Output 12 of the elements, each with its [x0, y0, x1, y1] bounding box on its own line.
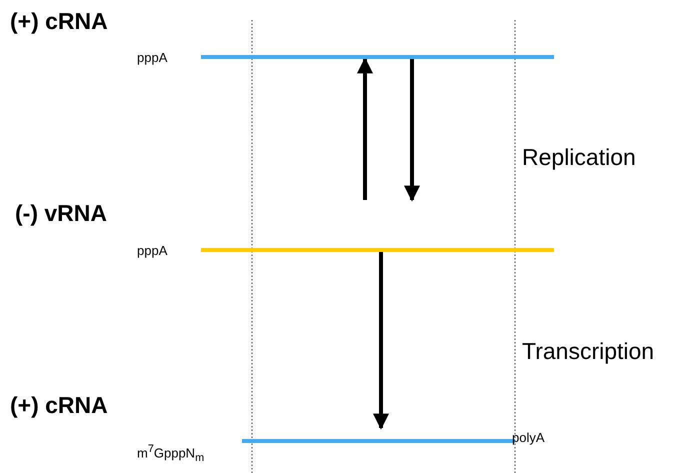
- arrow: [373, 252, 389, 430]
- process-label: Replication: [522, 144, 636, 171]
- end-label: m$^{7}$GpppN$_{m}$: [137, 443, 204, 464]
- strand-label: (-) vRNA: [15, 200, 107, 227]
- process-label: Transcription: [522, 338, 654, 365]
- arrow: [357, 57, 373, 200]
- end-label: polyA: [512, 430, 545, 445]
- end-label: pppA: [137, 243, 168, 258]
- process-label: (+) cRNA: [10, 392, 108, 419]
- end-label: pppA: [137, 50, 168, 65]
- arrow: [404, 59, 420, 202]
- strand-label: (+) cRNA: [10, 8, 108, 35]
